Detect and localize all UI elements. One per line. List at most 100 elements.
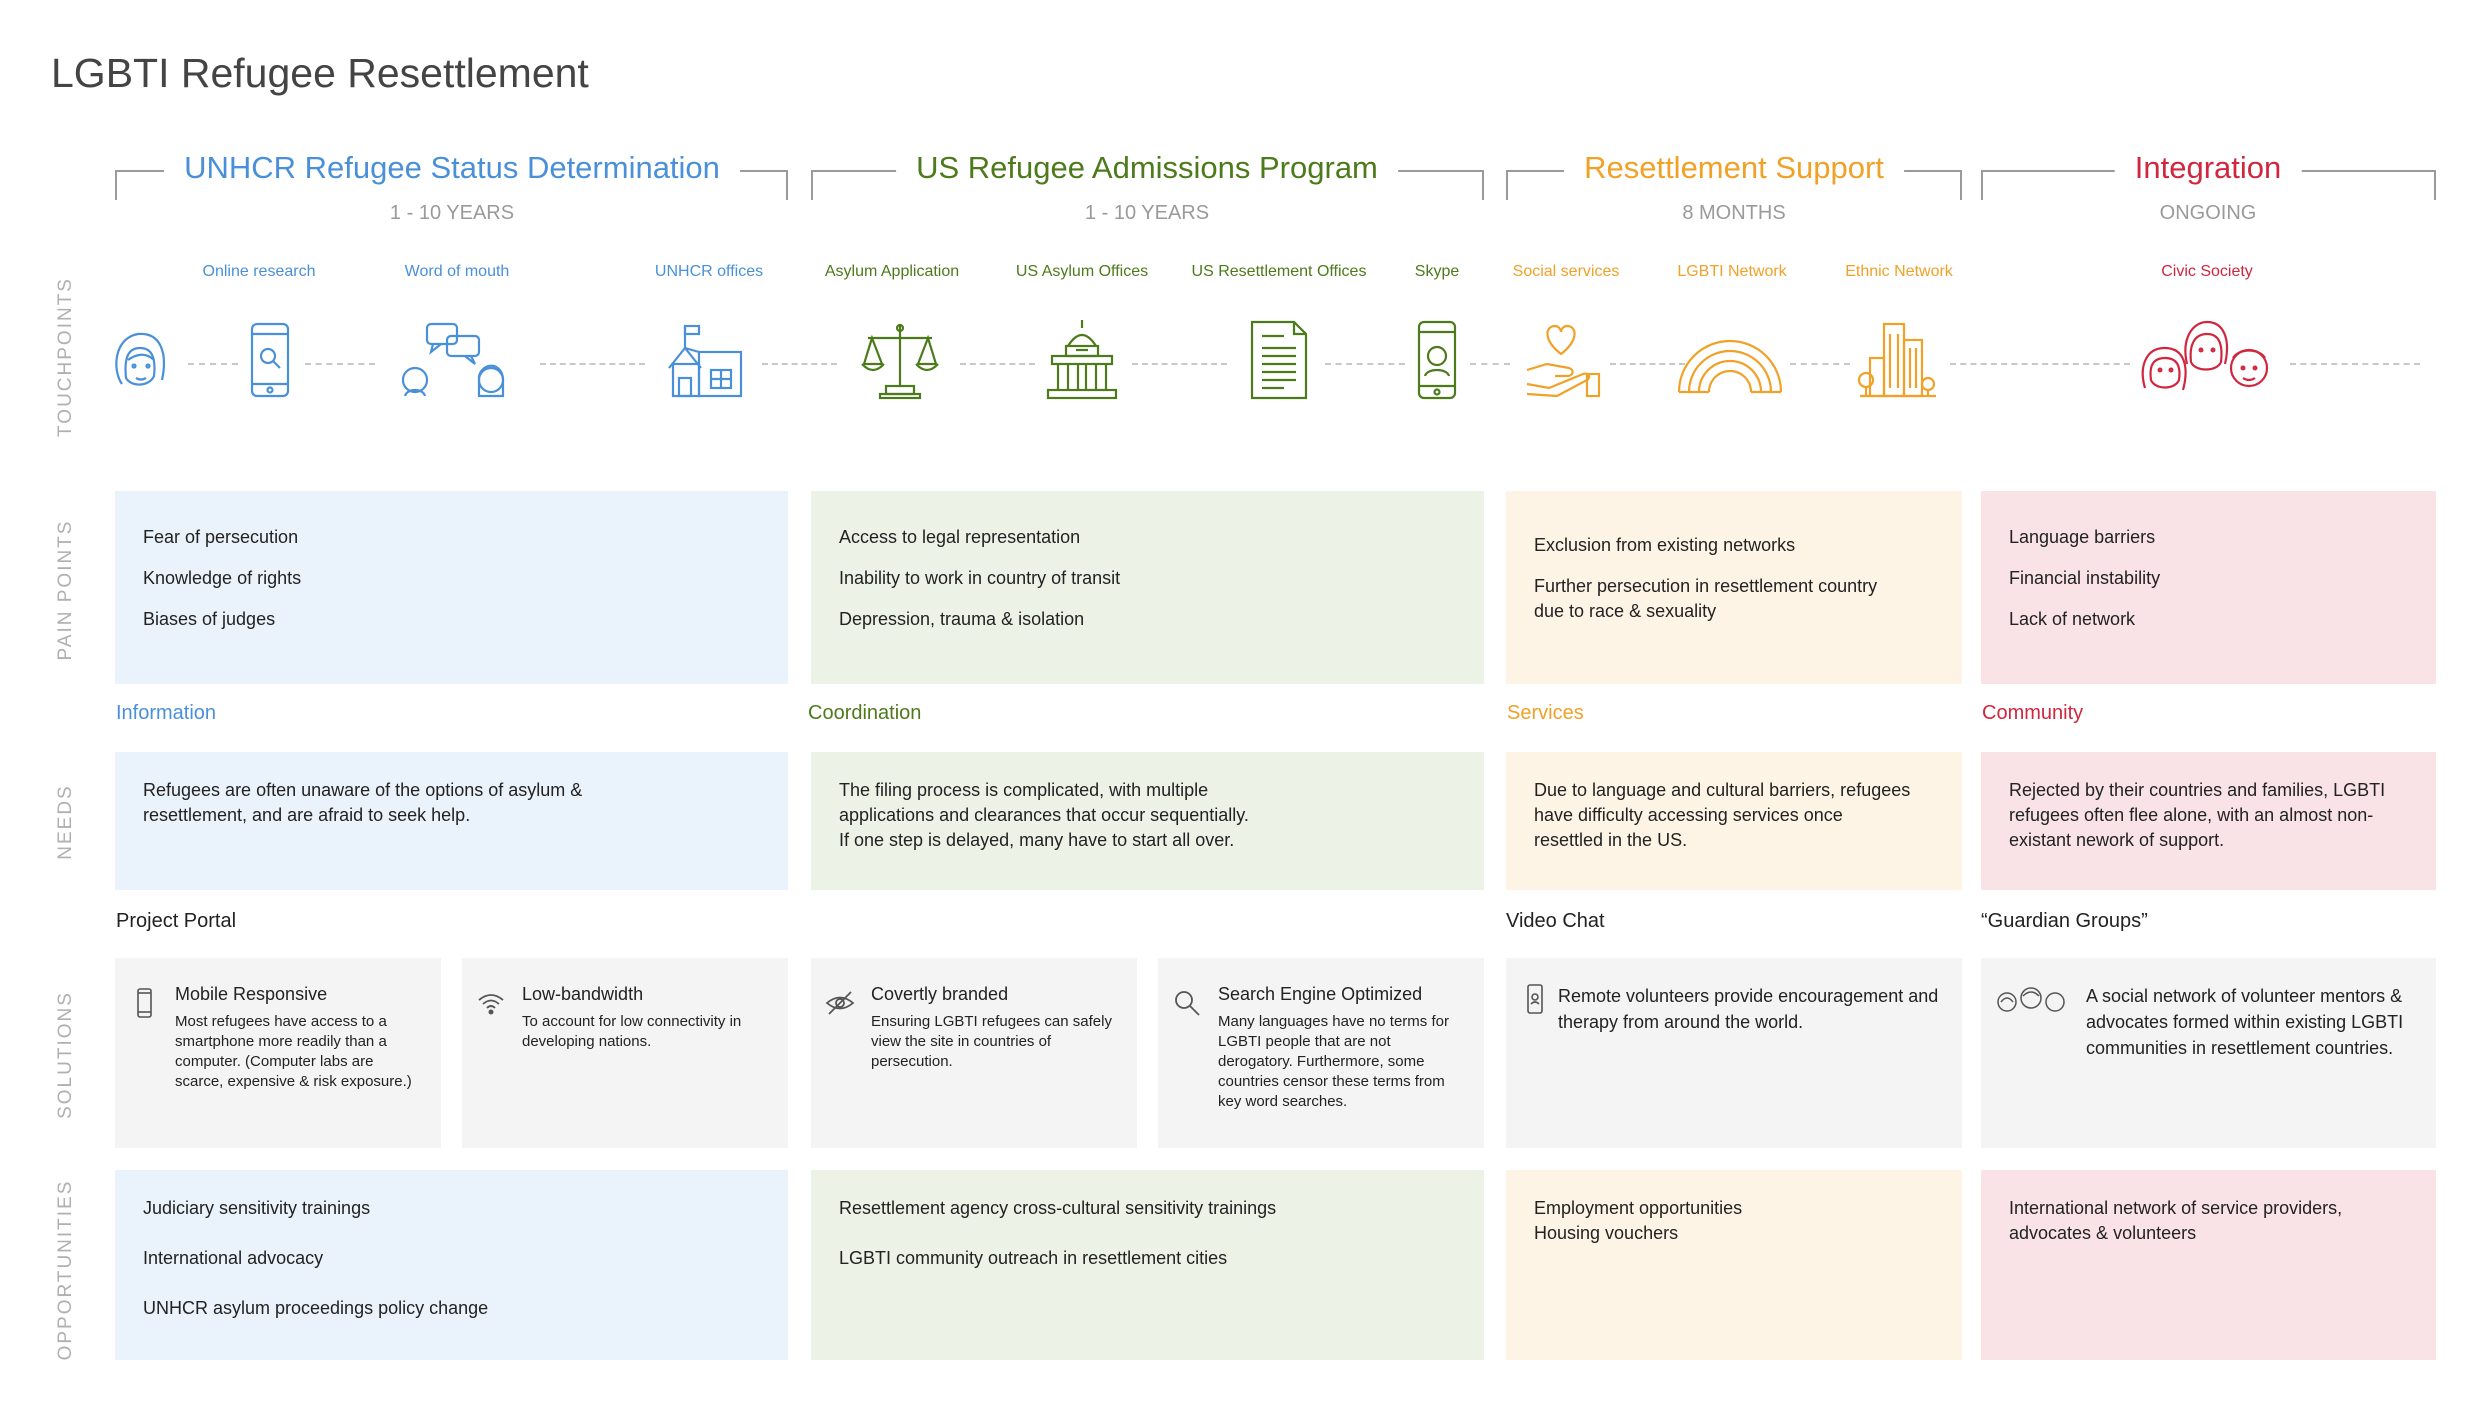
- phase-title-resettlement: Resettlement Support: [1564, 150, 1904, 186]
- need-text-integration: Rejected by their countries and families…: [1981, 752, 2436, 890]
- need-text-usrap: The filing process is complicated, with …: [811, 752, 1484, 890]
- opportunity-item: LGBTI community outreach in resettlement…: [839, 1248, 1228, 1268]
- touchpoint-label-ethnic-network: Ethnic Network: [1845, 263, 1953, 280]
- touchpoint-label-word-of-mouth: Word of mouth: [404, 263, 510, 280]
- eye-slash-icon: [825, 988, 855, 1018]
- pain-point-item: Access to legal representation: [839, 527, 1081, 547]
- need-category-community: Community: [1982, 702, 2084, 724]
- pain-points-usrap: Access to legal representation Inability…: [811, 491, 1484, 684]
- solution-body: Ensuring LGBTI refugees can safely view …: [871, 1013, 1112, 1070]
- pain-point-item: Further persecution in resettlement coun…: [1534, 576, 1878, 621]
- touchpoint-label-social-services: Social services: [1512, 263, 1620, 280]
- search-icon: [1172, 988, 1202, 1018]
- touchpoint-label-online-research: Online research: [202, 263, 316, 280]
- opportunity-item: Judiciary sensitivity trainings: [143, 1198, 371, 1218]
- touchpoint-label-skype: Skype: [1414, 263, 1460, 280]
- solution-card-guardian-groups: A social network of volunteer mentors & …: [1981, 958, 2436, 1148]
- connector-line: [540, 363, 645, 365]
- need-category-coordination: Coordination: [808, 702, 922, 724]
- need-category-services: Services: [1507, 702, 1584, 724]
- video-call-phone-icon: [1520, 984, 1550, 1014]
- need-text-unhcr: Refugees are often unaware of the option…: [115, 752, 788, 890]
- video-call-phone-icon: [1395, 318, 1479, 402]
- solution-card-mobile-responsive: Mobile Responsive Most refugees have acc…: [115, 958, 441, 1148]
- phase-title-integration: Integration: [2114, 150, 2302, 186]
- pain-point-item: Exclusion from existing networks: [1534, 535, 1796, 555]
- solution-body: Remote volunteers provide encouragement …: [1558, 986, 1939, 1032]
- opportunities-integration: International network of service provide…: [1981, 1170, 2436, 1360]
- opportunities-usrap: Resettlement agency cross-cultural sensi…: [811, 1170, 1484, 1360]
- pain-point-item: Inability to work in country of transit: [839, 568, 1121, 588]
- pain-point-item: Financial instability: [2009, 568, 2161, 588]
- pain-point-item: Biases of judges: [143, 609, 276, 629]
- solution-title-guardian-groups: “Guardian Groups”: [1981, 910, 2148, 932]
- solution-card-covertly-branded: Covertly branded Ensuring LGBTI refugees…: [811, 958, 1137, 1148]
- solution-title-video-chat: Video Chat: [1506, 910, 1605, 932]
- solution-card-seo: Search Engine Optimized Many languages h…: [1158, 958, 1484, 1148]
- group-faces-icon: [1995, 986, 2067, 1016]
- pain-point-item: Fear of persecution: [143, 527, 299, 547]
- solution-card-low-bandwidth: Low-bandwidth To account for low connect…: [462, 958, 788, 1148]
- connector-line: [305, 363, 375, 365]
- opportunities-resettlement: Employment opportunities Housing voucher…: [1506, 1170, 1962, 1360]
- phase-title-usrap: US Refugee Admissions Program: [896, 150, 1398, 186]
- connector-line: [762, 363, 837, 365]
- connector-line: [1325, 363, 1405, 365]
- solution-heading: Covertly branded: [871, 984, 1009, 1004]
- opportunities-unhcr: Judiciary sensitivity trainings Internat…: [115, 1170, 788, 1360]
- opportunity-item: Employment opportunities Housing voucher…: [1534, 1198, 1743, 1243]
- solution-heading: Low-bandwidth: [522, 984, 644, 1004]
- solution-heading: Search Engine Optimized: [1218, 984, 1423, 1004]
- pain-point-item: Language barriers: [2009, 527, 2156, 547]
- touchpoint-label-lgbti-network: LGBTI Network: [1677, 263, 1787, 280]
- touchpoint-label-asylum-application: Asylum Application: [824, 263, 960, 280]
- phase-duration-unhcr: 1 - 10 YEARS: [389, 202, 515, 224]
- page-title: LGBTI Refugee Resettlement: [51, 50, 589, 96]
- rainbow-icon: [1675, 318, 1785, 402]
- connector-line: [1132, 363, 1227, 365]
- need-category-information: Information: [116, 702, 217, 724]
- opportunity-item: Resettlement agency cross-cultural sensi…: [839, 1198, 1277, 1218]
- pain-points-integration: Language barriers Financial instability …: [1981, 491, 2436, 684]
- touchpoint-label-us-resettlement-offices: US Resettlement Offices: [1191, 263, 1367, 280]
- touchpoint-label-us-asylum-offices: US Asylum Offices: [1015, 263, 1149, 280]
- pain-points-unhcr: Fear of persecution Knowledge of rights …: [115, 491, 788, 684]
- connector-line: [1790, 363, 1850, 365]
- government-building-icon: [1040, 318, 1124, 402]
- phase-title-unhcr: UNHCR Refugee Status Determination: [164, 150, 740, 186]
- touchpoint-label-civic-society: Civic Society: [2161, 263, 2253, 280]
- hand-heart-icon: [1521, 318, 1605, 402]
- city-buildings-icon: [1856, 318, 1940, 402]
- need-text-resettlement: Due to language and cultural barriers, r…: [1506, 752, 1962, 890]
- document-icon: [1236, 318, 1320, 402]
- solution-heading: Mobile Responsive: [175, 984, 328, 1004]
- group-faces-icon: [2135, 318, 2275, 402]
- pain-point-item: Knowledge of rights: [143, 568, 302, 588]
- solution-body: Many languages have no terms for LGBTI p…: [1218, 1013, 1449, 1110]
- office-building-icon: [663, 318, 747, 402]
- opportunity-item: International network of service provide…: [2009, 1198, 2343, 1243]
- solution-body: A social network of volunteer mentors & …: [2086, 986, 2404, 1058]
- connector-line: [1610, 363, 1685, 365]
- opportunity-item: UNHCR asylum proceedings policy change: [143, 1298, 489, 1318]
- connector-line: [1950, 363, 2130, 365]
- smartphone-icon: [129, 988, 159, 1018]
- pain-points-resettlement: Exclusion from existing networks Further…: [1506, 491, 1962, 684]
- phase-duration-resettlement: 8 MONTHS: [1682, 202, 1786, 224]
- opportunity-item: International advocacy: [143, 1248, 324, 1268]
- phase-duration-usrap: 1 - 10 YEARS: [1084, 202, 1210, 224]
- connector-line: [960, 363, 1035, 365]
- solution-body: To account for low connectivity in devel…: [522, 1013, 742, 1050]
- connector-line: [188, 363, 238, 365]
- connector-line: [2290, 363, 2420, 365]
- wifi-icon: [476, 988, 506, 1018]
- pain-point-item: Lack of network: [2009, 609, 2136, 629]
- phase-duration-integration: ONGOING: [2159, 202, 2257, 224]
- refugee-face-icon: [98, 318, 182, 402]
- solution-body: Most refugees have access to a smartphon…: [175, 1013, 412, 1090]
- connector-line: [1470, 363, 1510, 365]
- solution-title-project-portal: Project Portal: [116, 910, 237, 932]
- scales-of-justice-icon: [858, 318, 942, 402]
- smartphone-search-icon: [228, 318, 312, 402]
- pain-point-item: Depression, trauma & isolation: [839, 609, 1085, 629]
